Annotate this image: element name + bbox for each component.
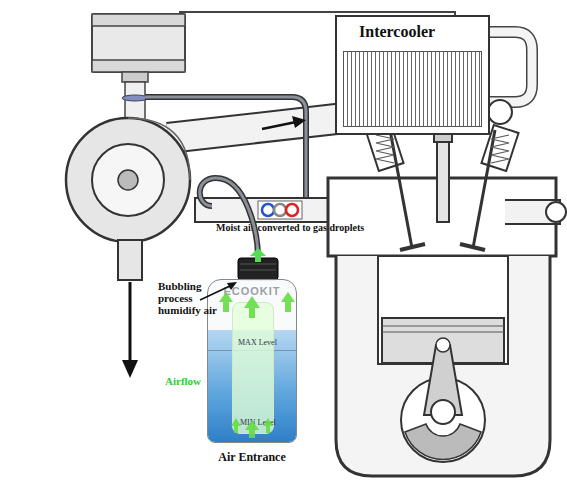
bubbling-tube	[232, 302, 274, 434]
component-label: Intercooler	[359, 23, 435, 41]
annotation-text: Moist air converted to gas droplets	[216, 222, 364, 233]
brand-label: ECOOKIT	[208, 285, 296, 297]
cooler-fins	[343, 51, 482, 127]
annotation-text: Airflow	[165, 375, 201, 387]
annotation-text: Bubbling process humidify air	[158, 280, 232, 316]
level-label: MIN Level	[240, 418, 276, 427]
level-label: MAX Level	[238, 338, 277, 347]
intercooler-box: Intercooler	[335, 15, 490, 135]
humidifier-bottle: ECOOKITMAX LevelMIN LevelAir Entrance	[207, 279, 297, 443]
component-label: Air Entrance	[188, 450, 316, 465]
